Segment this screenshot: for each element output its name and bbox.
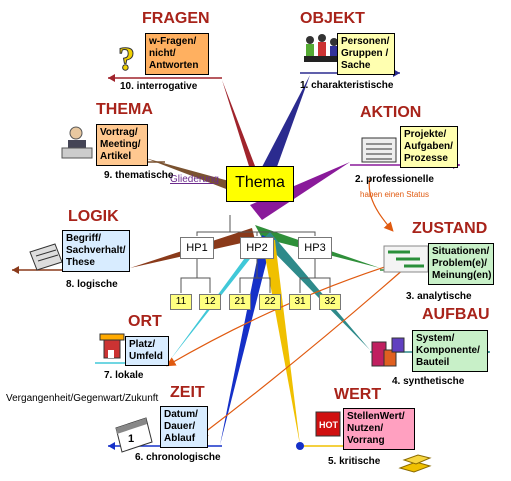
time-span-label: Vergangenheit/Gegenwart/Zukunft — [6, 393, 159, 404]
outline-sub-point-22[interactable]: 22 — [259, 294, 281, 310]
box-ort[interactable]: Platz/ Umfeld — [125, 336, 169, 366]
heading-aufbau: AUFBAU — [422, 306, 490, 323]
heading-objekt: OBJEKT — [300, 10, 365, 27]
box-line: Komponente/ — [416, 345, 480, 356]
box-line: Prozesse — [404, 153, 448, 164]
box-objekt[interactable]: Personen/ Gruppen / Sache — [337, 33, 395, 75]
building-blocks-icon — [371, 337, 405, 367]
outline-sub-point-31[interactable]: 31 — [289, 294, 311, 310]
box-fragen[interactable]: w-Fragen/ nicht/ Antworten — [145, 33, 209, 75]
footer-objekt: 1. charakteristische — [300, 80, 394, 91]
question-mark-icon: ? — [118, 41, 136, 79]
footer-zustand: 3. analytische — [406, 291, 472, 302]
box-line: Nutzen/ — [347, 423, 384, 434]
footer-zeit: 6. chronologische — [135, 452, 221, 463]
box-line: Sachverhalt/ — [66, 245, 126, 256]
box-line: Umfeld — [129, 351, 163, 362]
spoke-zeit — [220, 235, 272, 445]
box-thema[interactable]: Vortrag/ Meeting/ Artikel — [96, 124, 148, 166]
outline-main-point-hp3[interactable]: HP3 — [298, 237, 332, 259]
box-line: Dauer/ — [164, 421, 196, 432]
box-zeit[interactable]: Datum/ Dauer/ Ablauf — [160, 406, 208, 448]
calendar-icon: 1 — [115, 417, 153, 453]
box-line: Aufgaben/ — [404, 141, 453, 152]
outline-sub-point-11[interactable]: 11 — [170, 294, 192, 310]
outline-main-point-hp1[interactable]: HP1 — [180, 237, 214, 259]
box-line: Meinung(en) — [432, 270, 492, 281]
hot-sign-icon: HOT — [315, 411, 341, 437]
footer-ort: 7. lokale — [104, 370, 144, 381]
spoke-aktion — [250, 162, 350, 220]
gold-bars-icon — [398, 454, 432, 473]
footer-aktion: 2. professionelle — [355, 174, 434, 185]
heading-fragen: FRAGEN — [142, 10, 210, 27]
box-line: Situationen/ — [432, 246, 490, 257]
box-zustand[interactable]: Situationen/ Problem(e)/ Meinung(en) — [428, 243, 494, 285]
outline-sub-point-32[interactable]: 32 — [319, 294, 341, 310]
relation-arrows — [165, 177, 406, 438]
gliederung-link[interactable]: Gliederung — [170, 174, 219, 185]
heading-thema: THEMA — [96, 101, 153, 118]
gantt-chart-icon — [383, 245, 429, 273]
box-line: w-Fragen/ — [149, 36, 197, 47]
heading-ort: ORT — [128, 313, 162, 330]
heading-aktion: AKTION — [360, 104, 422, 121]
heading-wert: WERT — [334, 386, 382, 403]
people-group-icon — [304, 34, 340, 62]
box-line: These — [66, 257, 95, 268]
box-line: Artikel — [100, 151, 132, 162]
box-line: Antworten — [149, 60, 199, 71]
box-line: Vorrang — [347, 435, 385, 446]
clipboard-icon — [361, 137, 397, 163]
box-aufbau[interactable]: System/ Komponente/ Bauteil — [412, 330, 488, 372]
box-line: Datum/ — [164, 409, 198, 420]
heading-zustand: ZUSTAND — [412, 220, 488, 237]
heading-logik: LOGIK — [68, 208, 119, 225]
box-line: Projekte/ — [404, 129, 447, 140]
box-wert[interactable]: StellenWert/ Nutzen/ Vorrang — [343, 408, 415, 450]
box-line: Ablauf — [164, 433, 196, 444]
box-line: Begriff/ — [66, 233, 101, 244]
box-line: Sache — [341, 60, 371, 71]
center-topic-box[interactable]: Thema — [226, 166, 294, 202]
footer-logik: 8. logische — [66, 279, 118, 290]
spoke-aufbau — [262, 232, 370, 350]
spoke-wert — [262, 240, 300, 445]
outline-sub-point-12[interactable]: 12 — [199, 294, 221, 310]
outline-tree-lines — [180, 215, 331, 293]
footer-wert: 5. kritische — [328, 456, 381, 467]
calculator-icon — [29, 243, 63, 271]
footer-aufbau: 4. synthetische — [392, 376, 465, 387]
footer-thema: 9. thematische — [104, 170, 174, 181]
box-line: Personen/ — [341, 36, 390, 47]
box-line: StellenWert/ — [347, 411, 405, 422]
box-logik[interactable]: Begriff/ Sachverhalt/ These — [62, 230, 130, 272]
box-line: Bauteil — [416, 357, 450, 368]
box-line: Gruppen / — [341, 48, 389, 59]
box-line: Meeting/ — [100, 139, 141, 150]
outline-sub-point-21[interactable]: 21 — [229, 294, 251, 310]
presenter-icon — [61, 126, 93, 159]
box-line: Vortrag/ — [100, 127, 138, 138]
box-line: System/ — [416, 333, 455, 344]
box-line: Platz/ — [129, 339, 156, 350]
box-line: nicht/ — [149, 48, 176, 59]
outline-main-point-hp2[interactable]: HP2 — [240, 237, 274, 259]
svg-text:1: 1 — [128, 433, 134, 445]
heading-zeit: ZEIT — [170, 384, 205, 401]
hotel-icon — [99, 333, 125, 359]
svg-text:HOT: HOT — [319, 420, 339, 430]
relation-label: haben einen Status — [360, 190, 429, 199]
footer-fragen: 10. interrogative — [120, 81, 198, 92]
svg-text:?: ? — [118, 41, 135, 78]
box-aktion[interactable]: Projekte/ Aufgaben/ Prozesse — [400, 126, 458, 168]
box-line: Problem(e)/ — [432, 258, 488, 269]
